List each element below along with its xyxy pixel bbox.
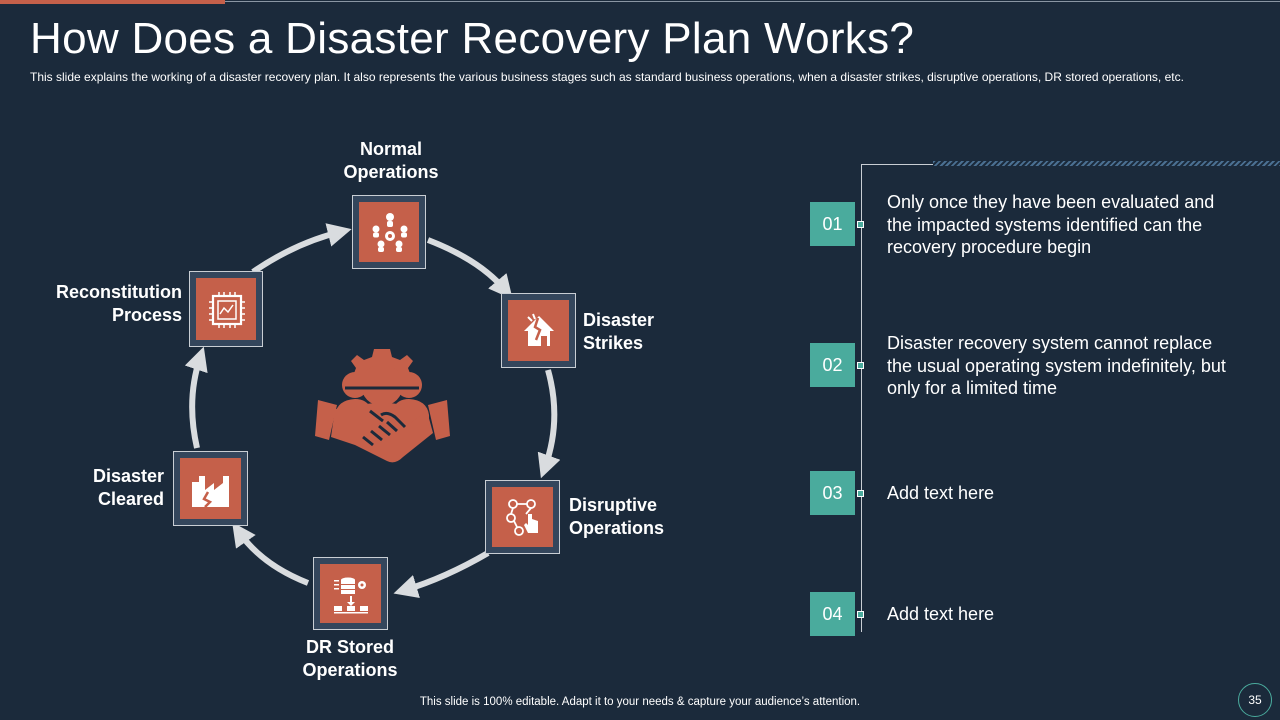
broken-house-icon <box>524 313 554 346</box>
stage-label-line2: Process <box>111 305 182 325</box>
teamwork-handshake-icon <box>315 349 450 463</box>
top-accent-bar <box>0 0 225 4</box>
timeline-dot <box>857 221 864 228</box>
timeline-dot <box>857 611 864 618</box>
stage-label-line1: Reconstitution <box>56 282 182 302</box>
stage-disaster-cleared-box <box>173 451 248 526</box>
stage-reconstitution-process-box <box>189 271 263 347</box>
timeline-dot <box>857 362 864 369</box>
step-description: Add text here <box>887 483 995 503</box>
stage-label-line1: Disruptive <box>569 495 658 515</box>
cycle-arrows <box>184 223 561 599</box>
step-number-badge: 03 <box>810 471 855 515</box>
stage-dr-stored-operations-box <box>313 557 388 630</box>
star-people-icon <box>372 213 408 252</box>
step-description: Disaster recovery system cannot replace … <box>887 333 1226 398</box>
timeline-dot <box>857 490 864 497</box>
stage-disaster-cleared-label: Disaster Cleared <box>86 465 164 511</box>
stage-reconstitution-process-label: Reconstitution Process <box>46 281 182 327</box>
arrow-reconstitution-to-normal <box>251 223 352 275</box>
timeline-top-line <box>861 164 933 165</box>
slide-footer: This slide is 100% editable. Adapt it to… <box>419 696 861 708</box>
arrow-disruptive-to-stored <box>393 550 490 599</box>
cracked-building-icon <box>192 476 229 508</box>
step-description: Add text here <box>887 604 995 624</box>
step-number-badge: 04 <box>810 592 855 636</box>
stage-label-line1: DR Stored <box>305 637 394 657</box>
page-number: 35 <box>1238 683 1272 717</box>
chip-board-icon <box>209 292 245 328</box>
process-hand-icon <box>506 499 538 536</box>
database-transfer-icon <box>334 577 368 614</box>
stage-label-line2: Strikes <box>583 333 644 353</box>
stage-dr-stored-operations-label: DR Stored Operations <box>299 636 401 682</box>
stage-normal-operations-box <box>352 195 426 269</box>
step-description: Only once they have been evaluated and t… <box>887 192 1215 257</box>
stage-label-line2: Cleared <box>97 489 164 509</box>
arrow-stored-to-cleared <box>232 522 310 586</box>
stage-label-line2: Operations <box>302 660 398 680</box>
stage-label-line2: Operations <box>569 518 665 538</box>
slide-subtitle: This slide explains the working of a dis… <box>30 70 1184 84</box>
stage-normal-operations-label: Normal Operations <box>340 138 442 184</box>
stage-disruptive-operations-label: Disruptive Operations <box>569 494 664 540</box>
stage-label-line1: Disaster <box>583 310 655 330</box>
stage-disaster-strikes-box <box>501 293 576 368</box>
stage-label-line2: Operations <box>343 162 439 182</box>
timeline-stripe-decoration <box>933 161 1280 166</box>
stage-disaster-strikes-label: Disaster Strikes <box>583 309 654 355</box>
arrow-cleared-to-reconstitution <box>184 346 208 449</box>
step-number-badge: 01 <box>810 202 855 246</box>
stage-disruptive-operations-box <box>485 480 560 554</box>
timeline-vertical-line <box>861 164 862 632</box>
stage-label-line1: Normal <box>359 139 422 159</box>
slide-title: How Does a Disaster Recovery Plan Works? <box>30 14 915 63</box>
arrow-strikes-to-disruptive <box>537 369 561 479</box>
step-number-badge: 02 <box>810 343 855 387</box>
arrow-normal-to-strikes <box>426 237 513 300</box>
top-divider-line <box>225 1 1280 2</box>
stage-label-line1: Disaster <box>92 466 164 486</box>
